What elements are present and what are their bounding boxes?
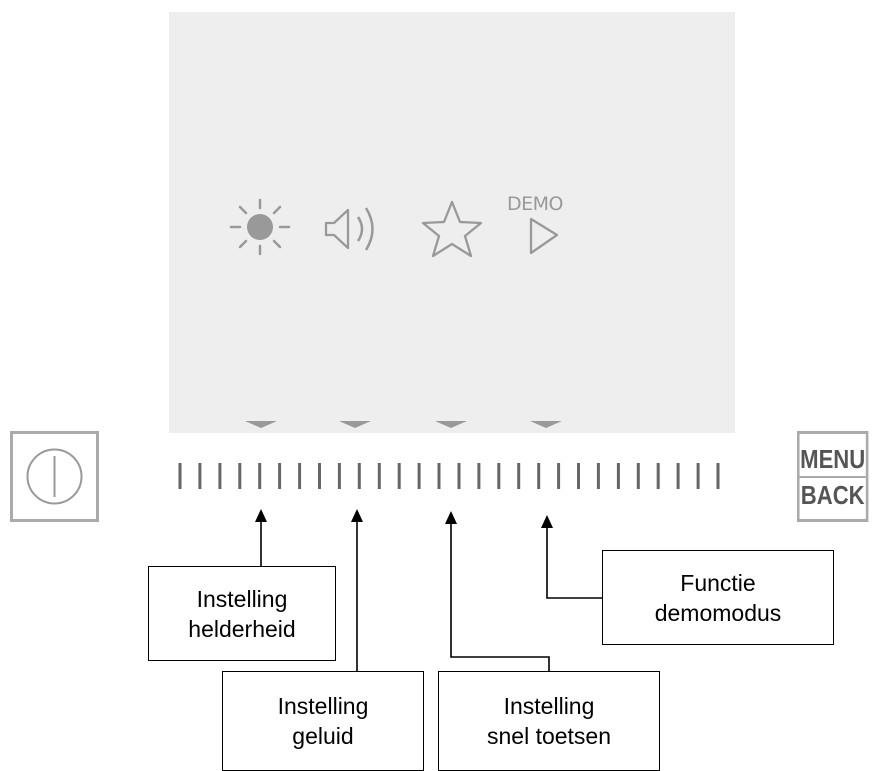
touch-strip-segment[interactable] bbox=[636, 463, 640, 489]
line-shortcuts bbox=[450, 523, 550, 672]
callout-brightness-line1: Instelling bbox=[196, 585, 288, 612]
power-icon bbox=[26, 448, 83, 505]
callout-demo-line2: demomodus bbox=[654, 599, 782, 626]
callout-shortcuts-line1: Instelling bbox=[503, 693, 595, 719]
callout-shortcuts-line2: snel toetsen bbox=[486, 723, 612, 749]
touch-strip-segment[interactable] bbox=[477, 463, 481, 489]
touch-strip-segment[interactable] bbox=[656, 463, 660, 489]
callout-lines bbox=[260, 521, 603, 672]
touch-strip-segment[interactable] bbox=[437, 463, 441, 489]
touch-strip-segment[interactable] bbox=[537, 463, 541, 489]
pointer-brightness bbox=[245, 421, 277, 428]
callout-demo-line1: Functie bbox=[680, 569, 756, 596]
touch-strip-segment[interactable] bbox=[377, 463, 381, 489]
touch-strip-segment[interactable] bbox=[258, 463, 262, 489]
touch-strip-segment[interactable] bbox=[417, 463, 421, 489]
callout-sound-line2: geluid bbox=[292, 723, 354, 749]
touch-strip-segment[interactable] bbox=[278, 463, 282, 489]
touch-strip-segment[interactable] bbox=[676, 463, 680, 489]
touch-strip-segment[interactable] bbox=[238, 463, 242, 489]
arrowhead-sound bbox=[351, 509, 363, 522]
touch-strip-segment[interactable] bbox=[616, 463, 620, 489]
touch-strip-segment[interactable] bbox=[557, 463, 561, 489]
line-demo bbox=[546, 527, 603, 599]
touch-strip-segment[interactable] bbox=[178, 463, 182, 489]
menu-back-divider bbox=[799, 475, 866, 478]
touch-strip-segment[interactable] bbox=[198, 463, 202, 489]
menu-label: MENU bbox=[800, 443, 866, 474]
touch-strip-segment[interactable] bbox=[298, 463, 302, 489]
arrowhead-shortcuts bbox=[445, 511, 457, 524]
pointer-shortcuts bbox=[435, 421, 467, 428]
sound-icon[interactable] bbox=[320, 200, 395, 260]
touch-strip-segment[interactable] bbox=[596, 463, 600, 489]
pointer-markers bbox=[245, 421, 562, 428]
touch-strip-segment[interactable] bbox=[716, 463, 720, 489]
touch-strip-segment[interactable] bbox=[218, 463, 222, 489]
callout-arrowheads bbox=[255, 509, 553, 528]
demo-play-icon[interactable] bbox=[525, 215, 565, 260]
callout-brightness-line2: helderheid bbox=[188, 615, 296, 642]
touch-strip-segment[interactable] bbox=[497, 463, 501, 489]
demo-label: DEMO bbox=[507, 193, 563, 215]
touch-strip-segment[interactable] bbox=[318, 463, 321, 489]
menu-back-button[interactable]: MENU BACK bbox=[797, 431, 869, 522]
brightness-icon[interactable] bbox=[225, 195, 295, 260]
callout-sound-line1: Instelling bbox=[277, 693, 369, 719]
pointer-sound bbox=[339, 421, 371, 428]
touch-strip-segment[interactable] bbox=[577, 463, 580, 489]
touch-strip bbox=[178, 463, 720, 489]
callout-sound: Instelling geluid bbox=[222, 671, 424, 771]
touch-strip-segment[interactable] bbox=[397, 463, 401, 489]
touch-strip-segment[interactable] bbox=[457, 463, 461, 489]
touch-strip-segment[interactable] bbox=[696, 463, 700, 489]
pointer-demo bbox=[530, 421, 562, 428]
callout-demo: Functie demomodus bbox=[602, 550, 834, 645]
touch-strip-segment[interactable] bbox=[357, 463, 361, 489]
power-button[interactable] bbox=[10, 431, 99, 522]
callout-shortcuts: Instelling snel toetsen bbox=[438, 671, 660, 771]
star-icon[interactable] bbox=[417, 198, 487, 260]
touch-strip-segment[interactable] bbox=[337, 463, 341, 489]
arrowhead-demo bbox=[541, 515, 553, 528]
arrowhead-brightness bbox=[255, 509, 267, 522]
callout-brightness: Instelling helderheid bbox=[148, 566, 336, 661]
back-label: BACK bbox=[800, 479, 865, 510]
touch-strip-segment[interactable] bbox=[517, 463, 521, 489]
